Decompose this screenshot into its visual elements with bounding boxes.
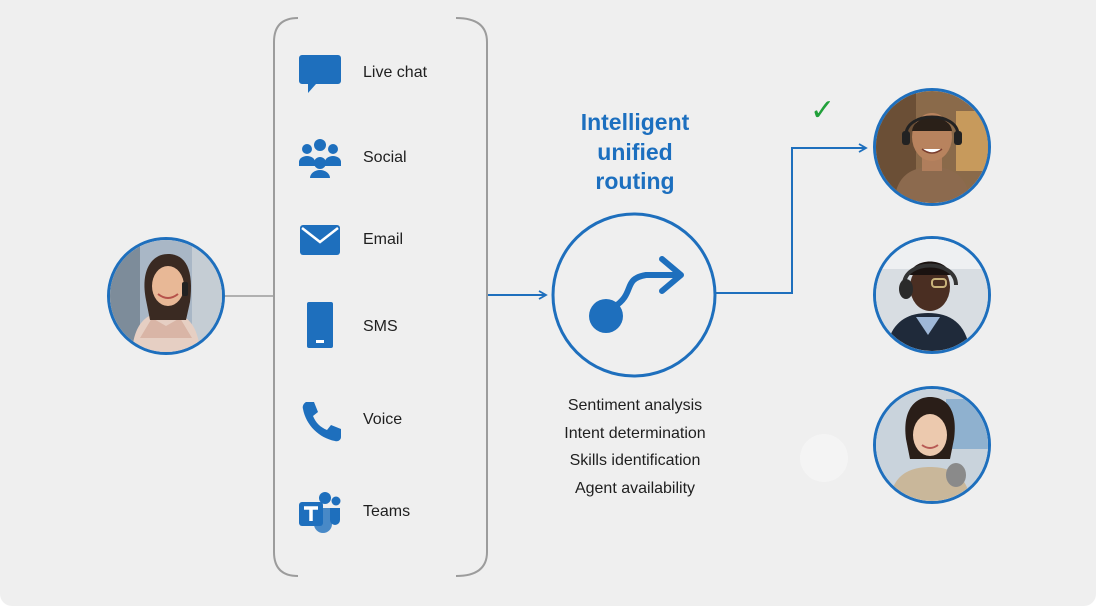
selected-check-icon: ✓ xyxy=(810,94,836,127)
routing-circle xyxy=(551,212,717,378)
routing-to-agent-arrow xyxy=(716,143,868,294)
envelope-icon xyxy=(298,218,342,262)
routing-title: Intelligent unified routing xyxy=(540,108,730,197)
channel-teams: Teams xyxy=(298,490,478,534)
channel-label: Teams xyxy=(363,503,411,520)
feature-item: Agent availability xyxy=(574,479,696,497)
channel-social: Social xyxy=(298,136,478,180)
customer-avatar xyxy=(107,237,225,355)
channel-sms: SMS xyxy=(298,302,478,349)
feature-item: Intent determination xyxy=(564,424,706,442)
routing-title-line: unified xyxy=(597,138,673,165)
routing-title-line: Intelligent xyxy=(580,109,690,135)
channel-label: Voice xyxy=(363,411,403,428)
people-group-icon xyxy=(298,136,342,180)
feature-item: Skills identification xyxy=(569,452,701,470)
mobile-phone-icon xyxy=(298,302,342,349)
routing-features-list: Sentiment analysis Intent determination … xyxy=(530,392,740,502)
teams-logo-icon xyxy=(298,490,342,534)
channel-label: SMS xyxy=(363,318,398,335)
channel-label: Social xyxy=(363,149,407,166)
channel-bracket-right xyxy=(455,17,488,577)
routing-arrow-icon xyxy=(589,256,684,333)
channel-label: Email xyxy=(363,231,404,248)
agent-avatar xyxy=(873,236,991,354)
agent-avatar-selected xyxy=(873,88,991,206)
channel-live-chat: Live chat xyxy=(298,51,478,95)
feature-item: Sentiment analysis xyxy=(567,397,703,414)
faint-circle xyxy=(800,434,848,482)
channel-email: Email xyxy=(298,218,478,262)
channel-bracket xyxy=(273,17,299,577)
routing-title-line: routing xyxy=(595,168,675,194)
phone-handset-icon xyxy=(298,398,342,442)
channel-voice: Voice xyxy=(298,398,478,442)
agent-avatar xyxy=(873,386,991,504)
channel-label: Live chat xyxy=(363,64,428,81)
chat-bubble-icon xyxy=(298,51,342,95)
